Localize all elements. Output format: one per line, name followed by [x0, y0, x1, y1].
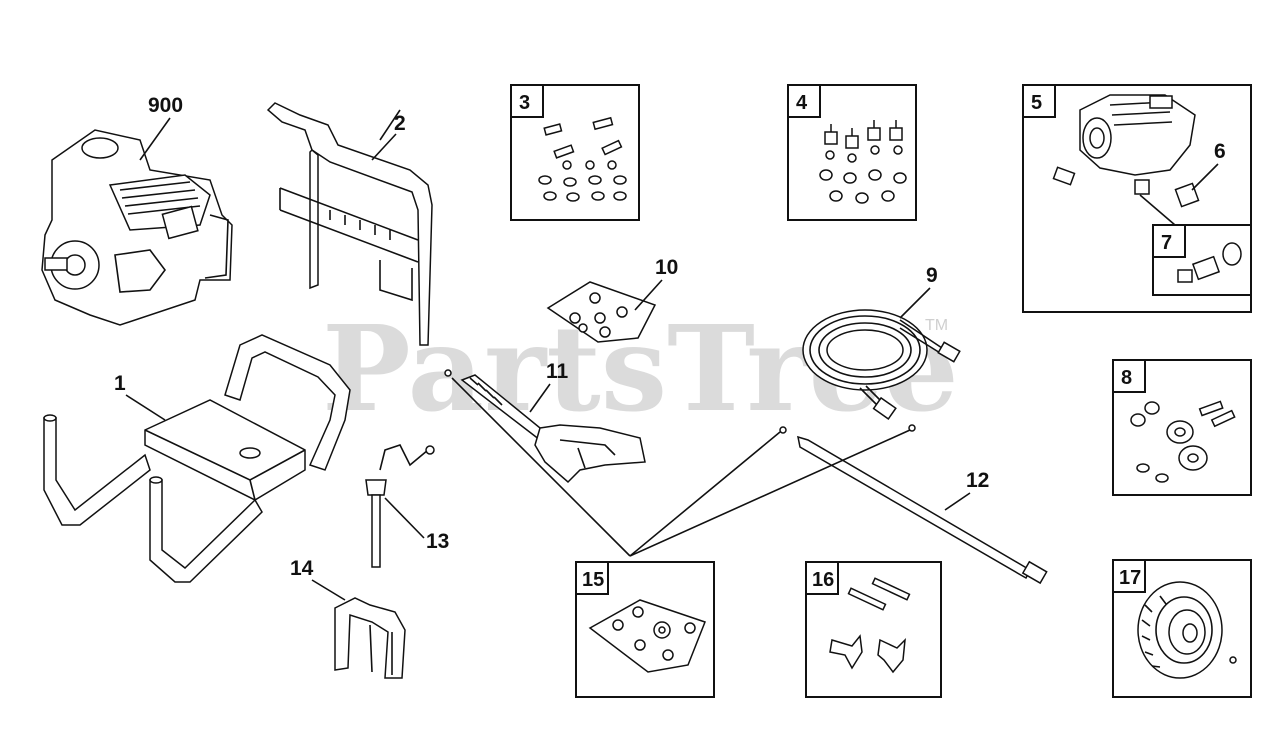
callout-14: 14 [290, 557, 314, 580]
box-17-number: 17 [1119, 567, 1141, 589]
leader-11 [529, 383, 551, 413]
box-4-number: 4 [796, 92, 808, 114]
box-17-wheel[interactable]: 17 [1112, 559, 1252, 698]
part-900-engine[interactable] [41, 129, 233, 326]
callout-11: 11 [546, 360, 569, 383]
callout-12: 12 [966, 469, 989, 492]
leader-2 [371, 133, 397, 161]
box-3-number: 3 [519, 92, 530, 114]
box-8-wheel-hardware[interactable]: 8 [1112, 359, 1252, 496]
box-7-number: 7 [1161, 232, 1172, 254]
leader-6 [1191, 163, 1219, 191]
part-10-kit[interactable] [546, 281, 657, 343]
leader-1 [125, 394, 166, 421]
box-16-number: 16 [812, 569, 834, 591]
part-1-frame[interactable] [43, 334, 351, 583]
leader-14 [311, 579, 346, 601]
box-5-number: 5 [1031, 92, 1042, 114]
part-9-hose[interactable] [802, 309, 961, 420]
box-5-pump[interactable]: 5 [1022, 84, 1252, 313]
callout-900: 900 [148, 94, 183, 117]
box-15-nozzle-kit[interactable]: 15 [575, 561, 715, 698]
callout-1: 1 [114, 372, 126, 395]
callout-9: 9 [926, 264, 938, 287]
leader-12 [944, 492, 971, 511]
callout-6: 6 [1214, 140, 1226, 163]
box-15-number: 15 [582, 569, 604, 591]
box-4-mount-kit[interactable]: 4 [787, 84, 917, 221]
callout-2: 2 [394, 112, 406, 135]
part-11-spray-gun[interactable] [444, 369, 646, 484]
callout-13: 13 [426, 530, 449, 553]
watermark-trademark: TM [925, 317, 948, 334]
box-3-hardware-kit[interactable]: 3 [510, 84, 640, 221]
leader-9 [899, 287, 931, 319]
leader-13 [384, 497, 425, 539]
box-16-knob-kit[interactable]: 16 [805, 561, 942, 698]
box-7-adapter-kit[interactable]: 7 [1152, 224, 1252, 296]
box-8-number: 8 [1121, 367, 1132, 389]
part-12-lance[interactable] [779, 424, 1048, 585]
leader-900 [139, 117, 171, 161]
leaders-to-box-15 [451, 377, 911, 557]
part-14-holder[interactable] [334, 597, 406, 679]
callout-10: 10 [655, 256, 678, 279]
part-2-handle[interactable] [266, 102, 433, 346]
leader-10 [634, 279, 663, 311]
part-13-sensor[interactable] [365, 444, 435, 568]
